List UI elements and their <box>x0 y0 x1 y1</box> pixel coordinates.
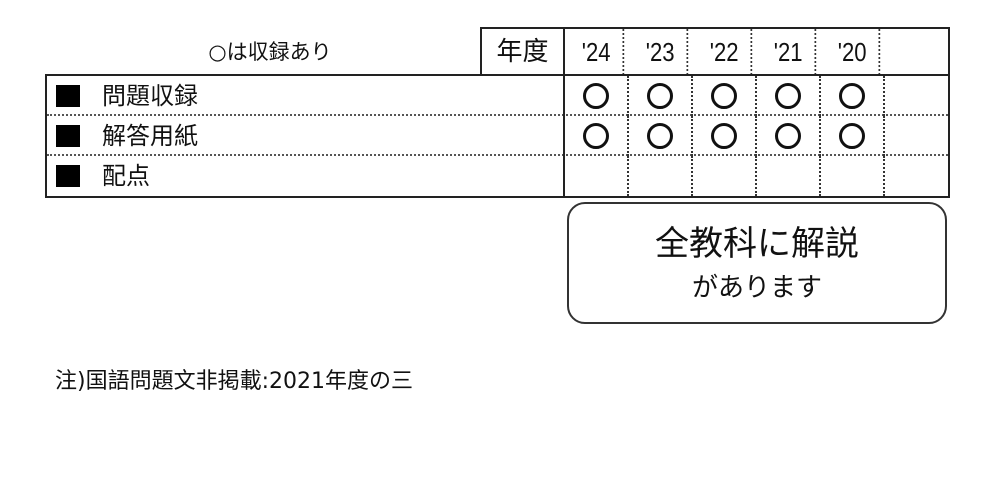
circle-icon <box>711 83 737 109</box>
black-square-icon <box>56 85 80 107</box>
circle-icon <box>583 83 609 109</box>
year-header-cell <box>890 29 944 75</box>
year-header-cell: '20 <box>826 29 881 75</box>
explanation-callout: 全教科に解説 があります <box>567 202 947 324</box>
mark-cell <box>693 76 757 116</box>
year-header-cell: '23 <box>634 29 689 75</box>
table-row: 配点 <box>47 156 948 196</box>
year-header-cell: '22 <box>698 29 753 75</box>
mark-cell <box>885 156 948 196</box>
mark-cell <box>757 76 821 116</box>
row-label: 問題収録 <box>102 82 198 110</box>
circle-icon <box>775 83 801 109</box>
mark-cell <box>757 156 821 196</box>
row-label: 配点 <box>102 162 150 190</box>
circle-icon <box>583 123 609 149</box>
availability-table: 問題収録 解答用紙 配点 <box>45 74 950 198</box>
mark-cell <box>565 76 629 116</box>
circle-icon <box>711 123 737 149</box>
year-header-cell: '21 <box>762 29 817 75</box>
row-label: 解答用紙 <box>102 122 198 150</box>
circle-icon <box>647 83 673 109</box>
circle-icon <box>647 123 673 149</box>
mark-cell <box>821 116 885 156</box>
mark-cell <box>821 156 885 196</box>
circle-icon <box>775 123 801 149</box>
year-header-label: 年度 <box>480 27 565 75</box>
mark-cell <box>885 76 948 116</box>
circle-icon <box>839 83 865 109</box>
mark-cell <box>629 116 693 156</box>
callout-line-2: があります <box>691 273 822 303</box>
table-row: 解答用紙 <box>47 116 948 156</box>
mark-cell <box>693 116 757 156</box>
row-label-cell: 解答用紙 <box>47 116 565 156</box>
mark-cell <box>565 116 629 156</box>
row-label-cell: 問題収録 <box>47 76 565 116</box>
mark-cell <box>757 116 821 156</box>
callout-line-1: 全教科に解説 <box>655 224 859 264</box>
table-row: 問題収録 <box>47 76 948 116</box>
black-square-icon <box>56 165 80 187</box>
mark-cell <box>629 156 693 196</box>
year-header-cell: '24 <box>570 29 625 75</box>
mark-cell <box>565 156 629 196</box>
mark-cell <box>629 76 693 116</box>
mark-cell <box>885 116 948 156</box>
year-header-row: '24 '23 '22 '21 '20 <box>563 27 950 75</box>
mark-cell <box>693 156 757 196</box>
circle-icon <box>839 123 865 149</box>
mark-cell <box>821 76 885 116</box>
legend-text: ○は収録あり <box>208 40 332 64</box>
footnote: 注)国語問題文非掲載:2021年度の三 <box>55 369 413 394</box>
row-label-cell: 配点 <box>47 156 565 196</box>
black-square-icon <box>56 125 80 147</box>
